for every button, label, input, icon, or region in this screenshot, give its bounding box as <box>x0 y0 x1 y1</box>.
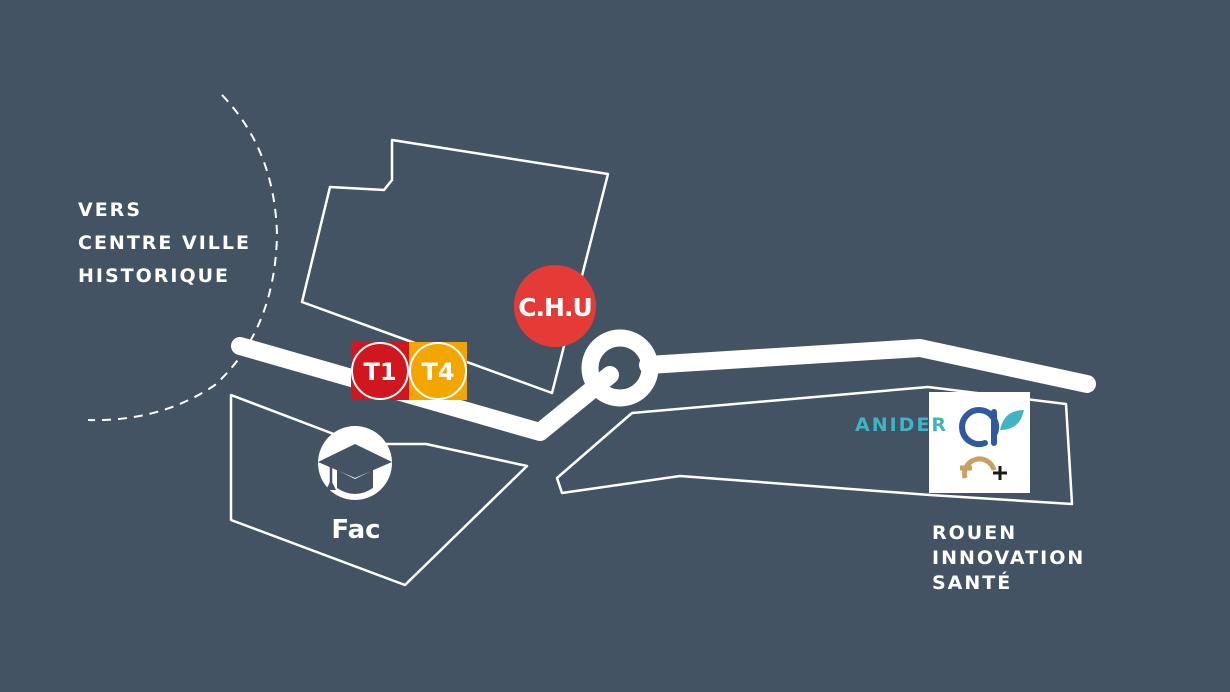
city-center-line-2: CENTRE VILLE <box>78 232 251 254</box>
fac-label: Fac <box>331 515 380 545</box>
east-road <box>639 339 1096 393</box>
innovation-line-1: ROUEN <box>932 522 1018 544</box>
chu-label: C.H.U <box>518 293 592 322</box>
roundabout <box>581 329 659 407</box>
anider-label: ANIDER <box>855 414 949 436</box>
graduation-cap-icon <box>318 444 392 494</box>
innovation-line-3: SANTÉ <box>932 572 1013 594</box>
chu-marker[interactable]: C.H.U <box>514 265 596 347</box>
tram-stop[interactable]: T1 T4 <box>351 342 467 400</box>
anider-logo-icon[interactable] <box>929 392 1030 493</box>
innovation-line-2: INNOVATION <box>932 547 1086 569</box>
tram-t4-circle <box>409 342 467 400</box>
chu-circle <box>514 265 596 347</box>
innovation-label: ROUEN INNOVATION SANTÉ <box>932 521 1085 596</box>
city-center-line-1: VERS <box>78 199 142 221</box>
fac-marker[interactable]: Fac <box>318 426 392 545</box>
chu-area <box>300 138 610 395</box>
city-center-label: VERS CENTRE VILLE HISTORIQUE <box>78 194 251 293</box>
tram-t1-circle <box>351 342 409 400</box>
tram-t1-label: T1 <box>363 358 396 386</box>
city-center-line-3: HISTORIQUE <box>78 265 231 287</box>
main-road <box>231 337 619 441</box>
tram-t4-label: T4 <box>421 358 454 386</box>
